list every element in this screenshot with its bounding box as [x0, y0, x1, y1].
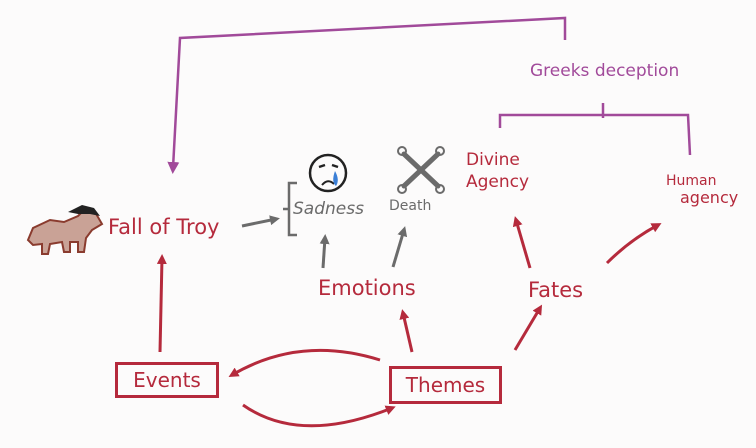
- node-events[interactable]: Events: [115, 362, 219, 398]
- label-greeks-deception: Greeks deception: [530, 61, 680, 81]
- node-death[interactable]: Death: [389, 198, 432, 214]
- arrow-fates-to-human: [605, 223, 662, 265]
- node-divine-agency-line1[interactable]: Divine: [466, 150, 520, 170]
- crossed-bones-icon: [397, 146, 445, 194]
- node-fates[interactable]: Fates: [528, 278, 584, 302]
- sadness-death-bracket: [283, 181, 297, 237]
- arrow-fall-to-sadness: [241, 215, 280, 228]
- greeks-deception-bracket: [498, 103, 692, 156]
- crying-face-icon: [308, 153, 348, 193]
- greeks-deception-connector: [167, 16, 567, 174]
- node-divine-agency-line2[interactable]: Agency: [466, 172, 530, 192]
- horse-icon: [26, 205, 104, 255]
- arrow-events-to-themes: [242, 403, 396, 428]
- arrow-emotions-to-death: [391, 226, 408, 268]
- arrow-fates-to-divine: [512, 216, 532, 269]
- node-fall-of-troy[interactable]: Fall of Troy: [108, 215, 220, 239]
- node-human-agency-line2[interactable]: agency: [680, 188, 739, 207]
- arrow-themes-to-fates: [513, 304, 543, 351]
- arrow-themes-to-emotions: [399, 309, 414, 353]
- node-emotions[interactable]: Emotions: [318, 276, 416, 300]
- arrow-emotions-to-sadness: [319, 234, 330, 269]
- arrow-themes-to-events: [228, 348, 381, 378]
- node-themes[interactable]: Themes: [389, 366, 502, 404]
- node-sadness[interactable]: Sadness: [293, 199, 364, 219]
- node-human-agency-line1[interactable]: Human: [666, 173, 717, 189]
- arrow-events-to-fall: [156, 254, 167, 353]
